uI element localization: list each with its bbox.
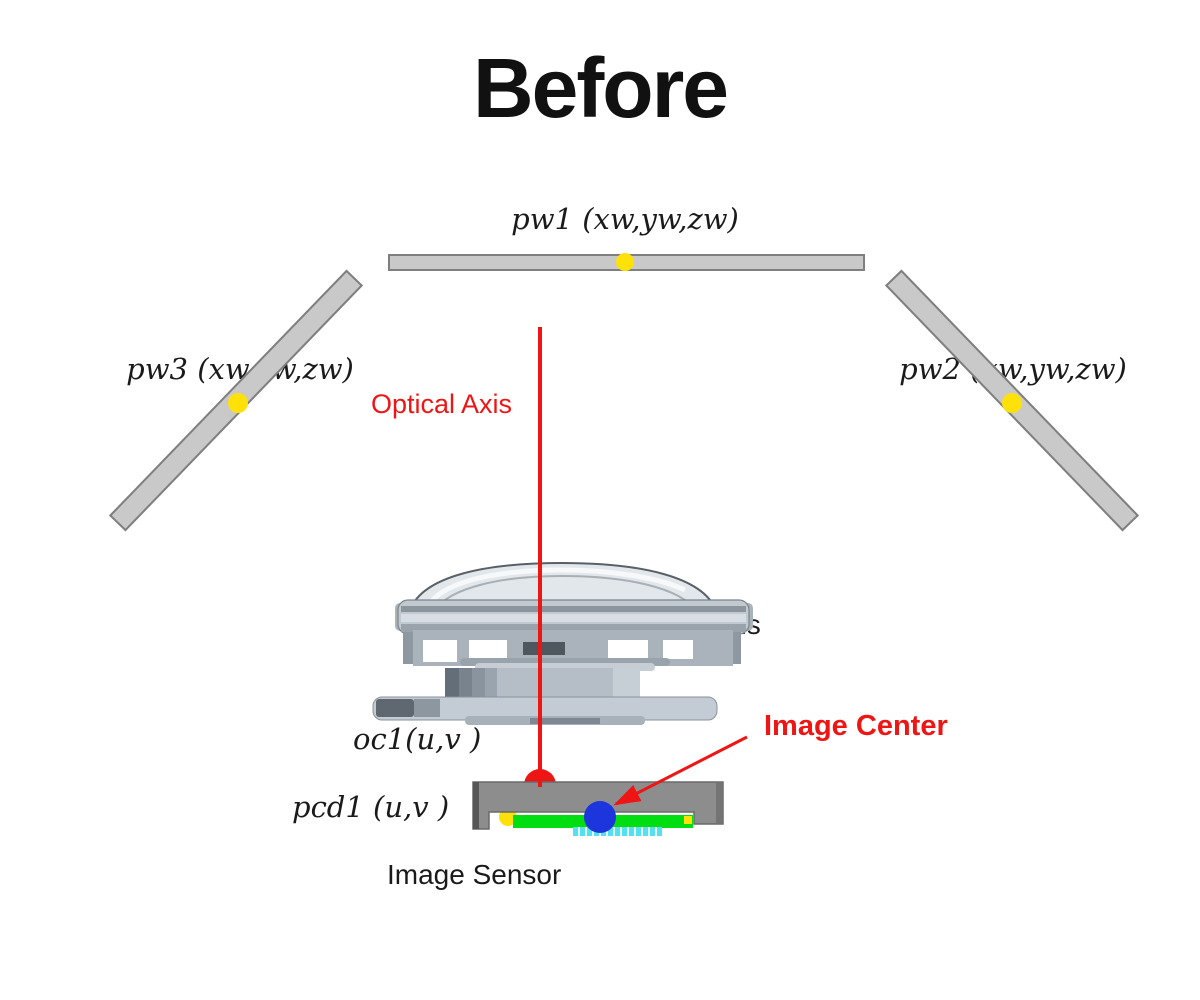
lens-mount-cutout bbox=[663, 640, 693, 659]
lens-illustration bbox=[372, 561, 753, 725]
sensor-housing-left-edge bbox=[473, 782, 479, 829]
lens-base-dark-block bbox=[376, 699, 414, 717]
lens-flange-light-band bbox=[401, 614, 746, 622]
lens-barrel-shade3 bbox=[472, 668, 485, 701]
sensor-housing-right-edge bbox=[716, 783, 722, 823]
lens-mount-slot bbox=[523, 642, 565, 655]
oc1-label: oc1(u,v ) bbox=[353, 722, 482, 756]
board-pw3-label: pw3 (xw,yw,zw) bbox=[120, 351, 360, 387]
pw1-point-marker bbox=[616, 253, 634, 271]
image-center-label: Image Center bbox=[764, 710, 948, 742]
board-pw1-label: pw1 (xw,yw,zw) bbox=[511, 202, 739, 236]
lens-flange-dark-band bbox=[401, 624, 746, 632]
lens-mount-cutout bbox=[423, 640, 457, 662]
sensor-pcb-silkscreen bbox=[573, 827, 662, 836]
board-pw2-label: pw2 (xw,yw,zw) bbox=[893, 351, 1133, 387]
image-sensor-label: Image Sensor bbox=[387, 859, 562, 890]
lens-barrel-shade2 bbox=[459, 668, 472, 701]
optical-axis-line bbox=[538, 327, 542, 787]
lens-base-mid-block bbox=[414, 699, 440, 717]
lens-base-lip-shadow bbox=[530, 718, 600, 724]
page-title: Before bbox=[472, 41, 729, 135]
pcd1-label: pcd1 (u,v ) bbox=[292, 790, 450, 824]
image-center-point-marker bbox=[584, 801, 616, 833]
lens-flange-groove bbox=[401, 606, 746, 612]
image-center-arrow-line bbox=[613, 735, 748, 806]
lens-dome-highlight bbox=[424, 567, 687, 610]
pw3-point-marker bbox=[228, 393, 248, 413]
image-center-arrow bbox=[613, 735, 748, 806]
lens-mount-cutout bbox=[469, 640, 507, 662]
lens-barrel-shade1 bbox=[445, 668, 459, 701]
lens-mount-cutout bbox=[608, 640, 648, 662]
pw2-point-marker bbox=[1002, 393, 1022, 413]
lens-barrel-shade4 bbox=[485, 668, 497, 701]
lens-dome-inner-edge bbox=[434, 574, 696, 611]
sensor-corner-chip bbox=[684, 816, 692, 824]
lens-barrel-light bbox=[613, 668, 640, 701]
optical-axis-label: Optical Axis bbox=[371, 389, 513, 419]
